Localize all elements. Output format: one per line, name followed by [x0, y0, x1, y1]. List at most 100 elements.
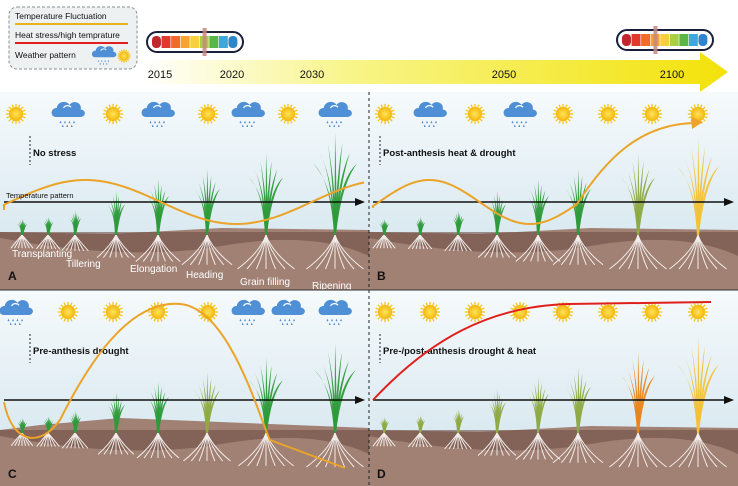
rain-cloud-icon [318, 101, 352, 128]
plant-5 [183, 372, 231, 462]
year-label-2015: 2015 [148, 69, 172, 81]
sun-icon [102, 103, 124, 125]
rain-cloud-icon [0, 299, 33, 326]
temperature-curve [3, 179, 365, 225]
stage-label-0: Transplanting [12, 249, 72, 260]
plant-2 [61, 410, 89, 449]
plant-1 [36, 416, 60, 447]
rain-cloud-icon [413, 101, 447, 128]
plant-3 [477, 389, 517, 456]
panel-title: Post-anthesis heat & drought [383, 148, 516, 159]
stage-label-2: Elongation [130, 264, 177, 275]
sun-icon [197, 103, 219, 125]
plant-0 [372, 219, 396, 249]
legend-weather-label: Weather pattern [15, 50, 76, 60]
thermometer-2100 [616, 26, 714, 54]
sun-icon [687, 301, 709, 323]
sun-icon [597, 301, 619, 323]
plant-0 [10, 219, 34, 249]
sun-icon [641, 301, 663, 323]
year-label-2030: 2030 [300, 69, 324, 81]
thermometer-marker [653, 26, 658, 54]
stage-label-4: Grain filling [240, 277, 290, 288]
rain-cloud-icon [141, 101, 175, 128]
plant-2 [61, 211, 89, 252]
soil-shade [0, 232, 369, 256]
legend-temperature-label: Temperature Fluctuation [15, 11, 107, 21]
plant-1 [407, 415, 433, 448]
temperature-axis-head [724, 396, 734, 404]
thermometer-2020 [146, 28, 244, 56]
panel-title: No stress [33, 148, 76, 159]
panel-letter-b: B [377, 269, 386, 283]
temperature-axis-head [724, 198, 734, 206]
soil-shade [0, 430, 369, 454]
heat-curve [372, 301, 712, 401]
legend-heat-label: Heat stress/high temprature [15, 30, 120, 40]
stage-label-5: Ripening [312, 281, 351, 292]
plant-6 [609, 351, 667, 468]
timeline-arrow [143, 52, 728, 92]
panel-letter-d: D [377, 467, 386, 481]
plant-6 [609, 153, 667, 270]
rain-cloud-icon [318, 299, 352, 326]
temperature-axis-head [355, 396, 365, 404]
sun-icon [117, 49, 131, 63]
plant-2 [444, 409, 472, 450]
temperature-pattern-label: Temperature pattern [6, 191, 74, 200]
plant-4 [515, 377, 561, 460]
year-label-2100: 2100 [660, 69, 684, 81]
panel-title: Pre-anthesis drought [33, 346, 129, 357]
sun-icon [277, 103, 299, 125]
sun-icon [597, 103, 619, 125]
temperature-curve [372, 121, 700, 225]
stage-label-1: Tillering [66, 259, 101, 270]
temperature-curve [3, 302, 346, 469]
sun-icon [464, 301, 486, 323]
plant-3 [97, 392, 135, 455]
plant-1 [407, 217, 433, 250]
rain-cloud-icon [231, 101, 265, 128]
sun-icon [57, 301, 79, 323]
year-label-2020: 2020 [220, 69, 244, 81]
rain-cloud-icon [51, 101, 85, 128]
timeline: 2015 2020 2030 2050 2100 [143, 26, 728, 92]
panel-letter-a: A [8, 269, 17, 283]
soil-shade [369, 232, 738, 256]
plant-4 [135, 179, 181, 262]
rain-cloud-icon [91, 46, 117, 65]
temperature-axis-head [355, 198, 365, 206]
plant-7 [306, 133, 364, 270]
sun-icon [641, 103, 663, 125]
plant-4 [136, 381, 180, 459]
sun-icon [552, 103, 574, 125]
sun-icon [374, 103, 396, 125]
plant-1 [35, 217, 61, 250]
sun-icon [5, 103, 27, 125]
sun-icon [374, 301, 396, 323]
legend-weather-icons [91, 46, 131, 65]
sun-icon [464, 103, 486, 125]
plant-7 [669, 137, 727, 270]
plant-0 [372, 417, 396, 447]
year-label-2050: 2050 [492, 69, 516, 81]
stage-label-3: Heading [186, 270, 223, 281]
temperature-curve-head [691, 117, 703, 129]
rain-cloud-icon [271, 299, 305, 326]
rain-cloud-icon [231, 299, 265, 326]
panel-letter-c: C [8, 467, 17, 481]
sun-icon [102, 301, 124, 323]
plant-2 [444, 211, 472, 252]
soil-shade [369, 430, 738, 454]
legend: Temperature Fluctuation Heat stress/high… [8, 6, 138, 70]
plant-5 [552, 367, 604, 464]
plant-7 [669, 335, 727, 468]
sun-icon [419, 301, 441, 323]
